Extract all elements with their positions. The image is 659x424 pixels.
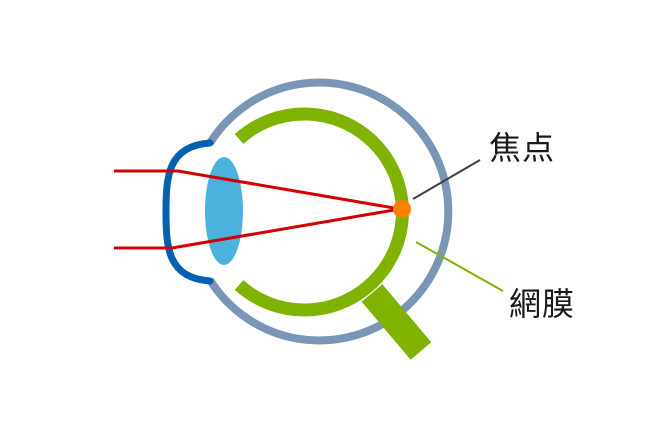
retina-leader-line: [415, 241, 504, 292]
cornea: [162, 139, 214, 285]
focal-point: [393, 200, 411, 218]
focal-point-label: 焦点: [489, 129, 556, 167]
light-ray-lower: [114, 207, 401, 250]
optic-nerve: [361, 284, 432, 360]
retina-label: 網膜: [509, 285, 576, 323]
lens: [205, 157, 243, 265]
focal-leader-line: [412, 159, 481, 200]
sclera: [206, 78, 453, 345]
light-ray-upper: [114, 169, 401, 211]
